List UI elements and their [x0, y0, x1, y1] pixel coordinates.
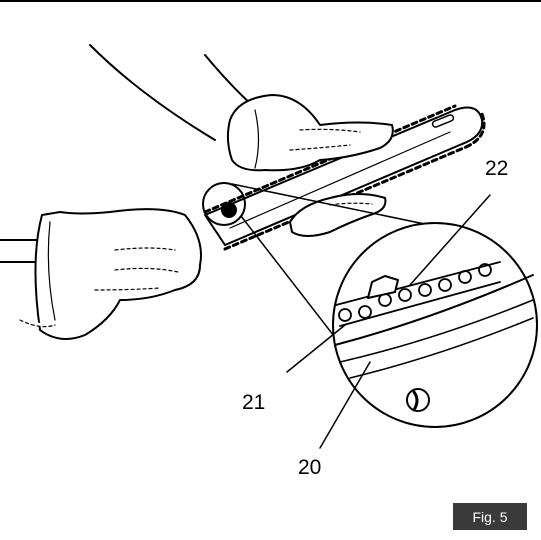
detail-cutter-tooth — [367, 275, 399, 299]
top-border-line — [0, 0, 541, 2]
lower-fingers — [289, 193, 387, 237]
callout-leaders — [286, 194, 491, 449]
figure-label: Fig. 5 — [453, 503, 527, 530]
callout-21: 21 — [242, 391, 266, 414]
detail-source-circle — [202, 182, 246, 226]
upper-gloved-hand — [89, 44, 394, 172]
callout-22: 22 — [485, 157, 509, 180]
callout-20: 20 — [298, 456, 322, 479]
detail-view — [332, 222, 538, 428]
guide-bar — [204, 106, 484, 246]
detail-saw-chain — [335, 261, 501, 327]
left-gloved-hand — [0, 208, 202, 340]
